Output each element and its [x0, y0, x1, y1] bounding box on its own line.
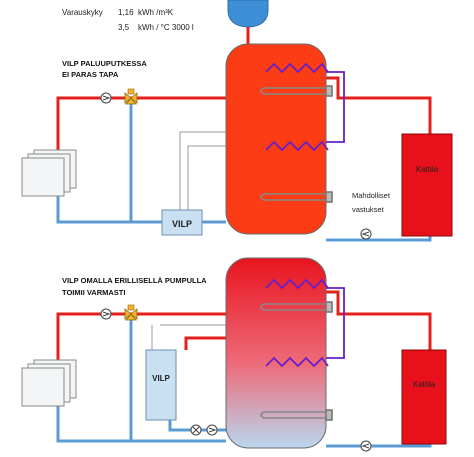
- top-heating-elements: [260, 85, 333, 203]
- top-heat-pump-label: VILP: [172, 219, 192, 229]
- top-coil-lower: [265, 140, 329, 152]
- top-title-line1: VILP PALUUPUTKESSA: [62, 59, 147, 68]
- top-radiators: [21, 149, 77, 197]
- expansion-vessel: [227, 0, 269, 44]
- bottom-title-line2: TOIMII VARMASTI: [62, 288, 125, 297]
- top-grey-line-b: [187, 145, 226, 212]
- top-storage-tank: [225, 43, 327, 235]
- top-note-line1: Mahdolliset: [352, 191, 391, 200]
- bottom-heat-pump-box: [145, 349, 177, 421]
- diagram-top: VILP PALUUPUTKESSA EI PARAS TAPA: [21, 43, 453, 242]
- specs-label: Varauskyky: [62, 8, 103, 17]
- top-note-line2: vastukset: [352, 205, 385, 214]
- bottom-element-upper: [260, 303, 330, 311]
- specs-line2-unit: kWh / °C 3000 l: [138, 23, 194, 32]
- top-boiler-pump: [360, 228, 372, 240]
- bottom-mixing-valve: [124, 304, 138, 321]
- top-heat-pump-box: [161, 209, 203, 236]
- bottom-heat-pump-pump: [190, 424, 202, 436]
- bottom-coil-lower: [265, 356, 329, 368]
- diagram-bottom: VILP OMALLA ERILLISELLÄ PUMPULLA TOIMII …: [21, 257, 447, 452]
- bottom-heat-pump-valve: [206, 424, 218, 436]
- bottom-boiler-pump: [360, 440, 372, 452]
- top-element-upper: [260, 87, 330, 95]
- top-grey-line-a: [179, 131, 226, 222]
- bottom-coil-connector: [326, 287, 345, 359]
- top-mixing-valve: [124, 88, 138, 105]
- bottom-element-lower: [260, 411, 330, 419]
- specs-line2-value: 3,5: [118, 23, 130, 32]
- bottom-circulation-pump: [100, 308, 112, 320]
- bottom-heat-pump-label: VILP: [152, 374, 170, 383]
- specs-line1-unit: kWh /m³K: [138, 8, 174, 17]
- bottom-boiler: [401, 349, 447, 445]
- top-element-lower: [260, 193, 330, 201]
- top-coil-upper: [265, 62, 329, 74]
- top-coil-connector: [326, 71, 345, 143]
- bottom-title-line1: VILP OMALLA ERILLISELLÄ PUMPULLA: [62, 276, 207, 285]
- top-boiler: [401, 133, 453, 237]
- top-boiler-label: Kattila: [416, 165, 439, 174]
- top-title-line2: EI PARAS TAPA: [62, 70, 119, 79]
- bottom-storage-tank: [225, 257, 327, 449]
- bottom-boiler-label: Kattila: [413, 380, 436, 389]
- bottom-coil-upper: [265, 278, 329, 290]
- bottom-coils: [265, 278, 345, 368]
- capacity-specs: Varauskyky 1,16 kWh /m³K 3,5 kWh / °C 30…: [62, 8, 194, 32]
- bottom-heating-elements: [260, 301, 333, 421]
- top-coils: [265, 62, 345, 152]
- specs-line1-value: 1,16: [118, 8, 134, 17]
- top-circulation-pump: [100, 92, 112, 104]
- bottom-radiators: [21, 359, 77, 407]
